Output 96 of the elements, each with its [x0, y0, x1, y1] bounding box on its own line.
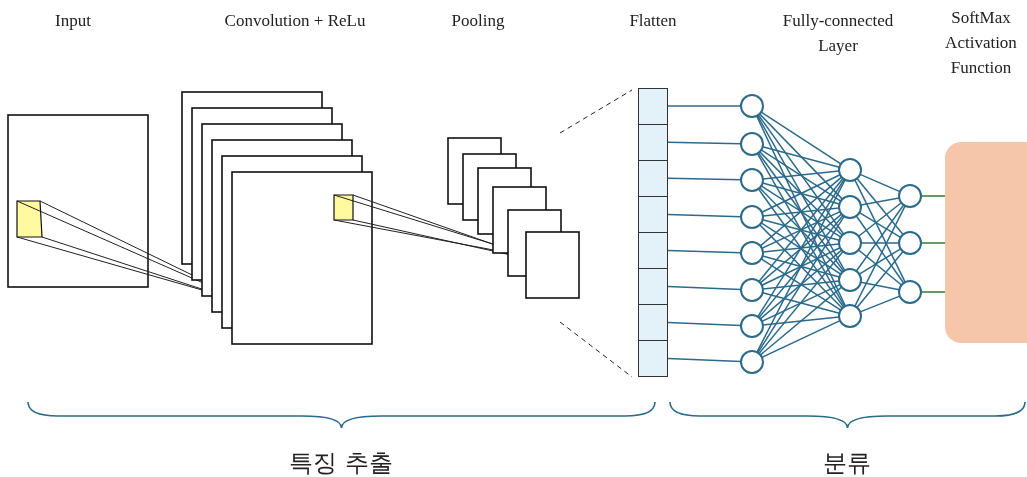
connection-line	[759, 151, 843, 236]
neuron-circle	[838, 231, 862, 255]
connection-line	[757, 114, 845, 235]
connection-line	[860, 281, 900, 291]
connection-line	[762, 280, 840, 290]
connection-line	[761, 292, 841, 314]
connection-line	[858, 211, 902, 239]
vector-cell	[638, 268, 668, 305]
neuron-circle	[740, 132, 764, 156]
section-label: 특징 추출	[288, 448, 394, 477]
connection-line	[762, 316, 840, 326]
connection-line	[760, 149, 842, 202]
vector-cell	[638, 340, 668, 377]
neuron-circle	[898, 184, 922, 208]
connection-line	[761, 146, 841, 168]
connection-line	[757, 215, 845, 354]
connection-line	[759, 213, 843, 284]
connection-line	[761, 319, 841, 359]
connection-line	[667, 213, 742, 218]
connection-line	[760, 111, 842, 165]
layer-heading: SoftMax Activation Function	[944, 7, 1018, 79]
layer-heading: Convolution + ReLu	[223, 10, 367, 32]
connection-line	[667, 321, 742, 327]
neuron-circle	[838, 195, 862, 219]
neuron-circle	[740, 241, 764, 265]
connection-line	[667, 357, 742, 363]
connection-line	[756, 152, 846, 308]
connection-line	[855, 204, 905, 272]
vector-cell	[638, 160, 668, 197]
connection-line	[759, 286, 843, 356]
neuron-circle	[838, 158, 862, 182]
neuron-circle	[740, 350, 764, 374]
connection-line	[920, 291, 946, 293]
connection-line	[920, 242, 946, 244]
connection-line	[757, 152, 845, 272]
connection-line	[857, 249, 903, 286]
connection-line	[854, 205, 906, 307]
connection-line	[759, 176, 843, 247]
neuron-circle	[898, 280, 922, 304]
neuron-circle	[838, 304, 862, 328]
neuron-circle	[740, 168, 764, 192]
connection-line	[761, 219, 841, 241]
connection-line	[758, 187, 844, 273]
connection-line	[758, 250, 844, 355]
connection-line	[761, 210, 841, 250]
connection-line	[856, 250, 904, 309]
connection-line	[761, 247, 841, 286]
neuron-circle	[838, 268, 862, 292]
connection-line	[762, 170, 840, 180]
connection-line	[762, 243, 840, 253]
connection-line	[761, 182, 841, 205]
connection-line	[667, 105, 742, 107]
connection-line	[856, 177, 904, 236]
connection-line	[755, 115, 847, 307]
vector-cell	[638, 88, 668, 125]
connection-line	[756, 114, 846, 272]
connection-line	[759, 249, 843, 320]
connection-line	[761, 283, 841, 323]
connection-line	[758, 113, 844, 200]
connection-line	[859, 173, 901, 193]
connection-line	[858, 248, 902, 275]
connection-line	[859, 295, 901, 313]
connection-line	[667, 177, 742, 181]
section-label: 분류	[822, 448, 872, 477]
connection-line	[758, 214, 844, 319]
layer-heading: Flatten	[628, 10, 678, 32]
connection-line	[667, 141, 742, 145]
connection-line	[860, 197, 900, 206]
connection-line	[667, 285, 742, 291]
connection-line	[667, 249, 742, 254]
connection-line	[857, 202, 903, 237]
connection-line	[762, 207, 840, 217]
connection-line	[760, 258, 842, 311]
connection-line	[761, 174, 841, 213]
connection-line	[854, 179, 906, 283]
vector-cell	[638, 196, 668, 233]
connection-line	[855, 215, 905, 284]
neuron-circle	[740, 205, 764, 229]
neuron-circle	[740, 94, 764, 118]
connection-line	[860, 242, 900, 244]
layer-heading: Fully-connected Layer	[781, 10, 895, 57]
connection-line	[758, 177, 844, 283]
vector-cell	[638, 304, 668, 341]
vector-cell	[638, 124, 668, 161]
connection-line	[760, 185, 842, 238]
connection-line	[760, 222, 842, 275]
neuron-circle	[740, 314, 764, 338]
connection-line	[761, 255, 841, 278]
vector-cell	[638, 232, 668, 269]
layer-heading: Input	[54, 10, 92, 32]
neuron-circle	[740, 278, 764, 302]
layer-heading: Pooling	[450, 10, 506, 32]
connection-line	[759, 224, 843, 309]
connection-line	[756, 179, 846, 353]
connection-line	[920, 195, 946, 197]
neuron-circle	[898, 231, 922, 255]
